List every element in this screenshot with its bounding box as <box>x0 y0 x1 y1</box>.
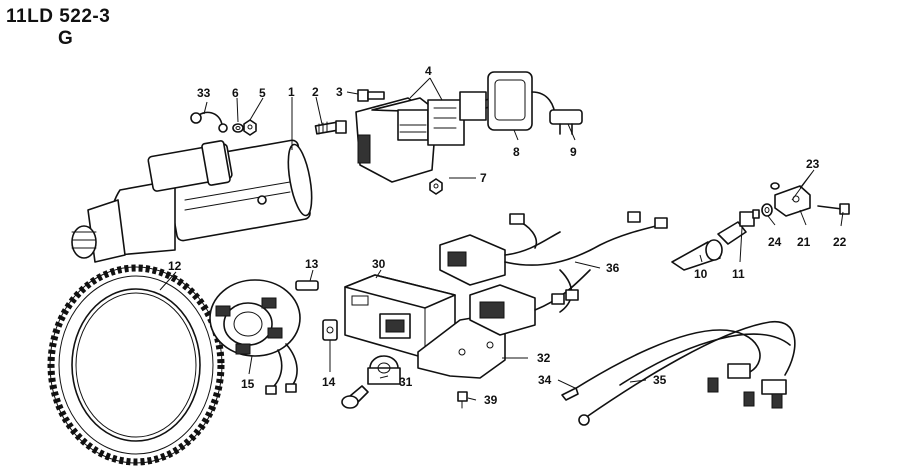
starter-motor <box>71 139 313 263</box>
callout-33: 33 <box>197 86 211 100</box>
callout-39: 39 <box>484 393 498 407</box>
callout-5: 5 <box>259 86 266 100</box>
bracket-clip <box>322 319 338 341</box>
callout-34: 34 <box>538 373 552 387</box>
wire-clip <box>549 109 583 135</box>
model-code: 11LD 522-3 <box>6 6 111 27</box>
callout-24: 24 <box>768 235 782 249</box>
callout-30: 30 <box>372 257 386 271</box>
callout-6: 6 <box>232 86 239 100</box>
group-letter: G <box>58 28 73 49</box>
terminal-cable <box>190 111 228 133</box>
washer <box>770 182 780 190</box>
bolt <box>357 89 385 102</box>
alternator-stator <box>209 279 301 395</box>
nut <box>429 178 443 195</box>
callout-35: 35 <box>653 373 667 387</box>
washer <box>761 203 773 217</box>
callout-10: 10 <box>694 267 708 281</box>
clamp-block <box>774 185 811 217</box>
callout-21: 21 <box>797 235 811 249</box>
callout-4: 4 <box>425 64 432 78</box>
bolt <box>314 120 347 135</box>
callout-31: 31 <box>399 375 413 389</box>
nut <box>243 119 257 136</box>
callout-7: 7 <box>480 171 487 185</box>
callout-32: 32 <box>537 351 551 365</box>
callout-14: 14 <box>322 375 336 389</box>
voltage-regulator <box>355 91 493 183</box>
callout-9: 9 <box>570 145 577 159</box>
callout-8: 8 <box>513 145 520 159</box>
callout-13: 13 <box>305 257 319 271</box>
callout-2: 2 <box>312 85 319 99</box>
diagram-header: 11LD 522-3 G <box>6 6 110 50</box>
callout-11: 11 <box>732 267 745 281</box>
sensor <box>717 209 760 245</box>
wiring-harness <box>439 211 668 336</box>
callout-22: 22 <box>833 235 847 249</box>
callout-15: 15 <box>241 377 255 391</box>
callout-1: 1 <box>288 85 295 99</box>
control-panel <box>344 274 456 359</box>
washer <box>232 123 244 133</box>
battery-cable <box>561 329 761 401</box>
screw <box>817 203 850 215</box>
connector-cover <box>487 71 556 131</box>
callout-labels: 33 6 5 1 2 3 4 7 8 9 23 24 21 22 10 11 1… <box>168 64 847 407</box>
screw <box>457 391 468 409</box>
ignition-key-switch <box>341 355 401 409</box>
flywheel-ring-gear <box>47 264 225 466</box>
callout-3: 3 <box>336 85 343 99</box>
callout-23: 23 <box>806 157 820 171</box>
magnet-strip <box>295 280 319 291</box>
sensor-cover <box>671 239 723 271</box>
leader-lines <box>159 77 844 401</box>
callout-36: 36 <box>606 261 620 275</box>
callout-12: 12 <box>168 259 182 273</box>
battery-cable <box>578 321 796 426</box>
